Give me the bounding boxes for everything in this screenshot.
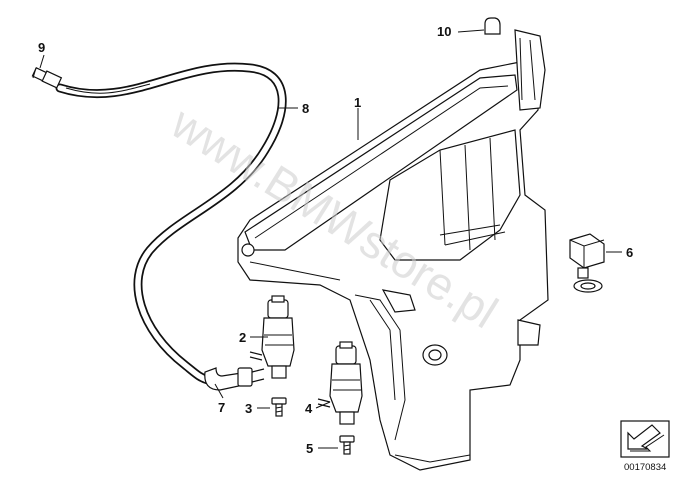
washer-pump-upper: [249, 295, 295, 379]
callout-5: 5: [306, 441, 313, 456]
orientation-box: [620, 420, 670, 458]
washer-reservoir: [237, 29, 549, 471]
level-sensor: [569, 233, 605, 293]
arrow-icon: [627, 424, 665, 452]
callout-7: 7: [218, 400, 225, 415]
callout-3: 3: [245, 401, 252, 416]
cap: [484, 17, 501, 35]
callout-4: 4: [305, 401, 313, 416]
callout-labels: 1 2 3 4 5 6 7 8 9 10: [38, 24, 633, 456]
callout-9: 9: [38, 40, 45, 55]
callout-1: 1: [354, 95, 361, 110]
washer-hose: [55, 62, 287, 385]
callout-8: 8: [302, 101, 309, 116]
hose-connector: [31, 67, 63, 89]
elbow-connector: [204, 367, 265, 391]
screw-3: [271, 397, 287, 417]
callout-6: 6: [626, 245, 633, 260]
callout-2: 2: [239, 330, 246, 345]
document-number: 00170834: [624, 462, 666, 473]
screw-5: [339, 435, 355, 455]
callout-10: 10: [437, 24, 451, 39]
leader-lines: [39, 29, 622, 449]
washer-pump-lower: [317, 341, 363, 425]
